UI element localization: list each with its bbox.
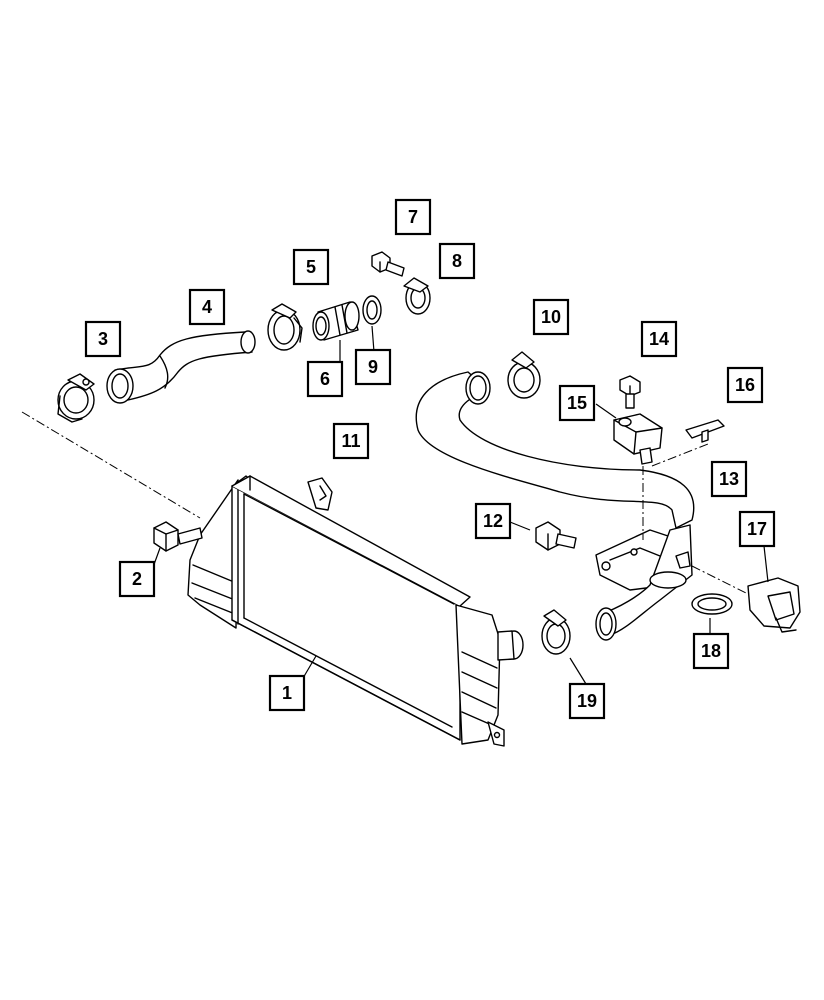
callout-9: 9: [354, 348, 392, 386]
callout-16: 16: [726, 366, 764, 404]
callout-17: 17: [738, 510, 776, 548]
callout-8: 8: [438, 242, 476, 280]
part-sensor-17: [747, 577, 801, 633]
part-clamp-19: [541, 609, 571, 655]
part-clamp-5: [267, 303, 303, 351]
callout-7: 7: [394, 198, 432, 236]
svg-text:15: 15: [567, 393, 587, 413]
callout-4: 4: [188, 288, 226, 326]
part-clip-11: [307, 477, 333, 511]
callout-10: 10: [532, 298, 570, 336]
leader-line: [569, 657, 587, 685]
leader-line: [595, 403, 617, 419]
svg-text:1: 1: [282, 683, 292, 703]
leader-line: [509, 521, 531, 531]
part-gasket-18: [691, 593, 733, 615]
part-clamp-10: [507, 351, 541, 399]
svg-text:13: 13: [719, 469, 739, 489]
svg-text:10: 10: [541, 307, 561, 327]
svg-text:5: 5: [306, 257, 316, 277]
part-seal-16: [685, 419, 725, 443]
svg-text:17: 17: [747, 519, 767, 539]
callout-14: 14: [640, 320, 678, 358]
svg-text:18: 18: [701, 641, 721, 661]
svg-text:7: 7: [408, 207, 418, 227]
svg-text:8: 8: [452, 251, 462, 271]
callout-3: 3: [84, 320, 122, 358]
part-clamp-8: [403, 277, 431, 315]
svg-text:2: 2: [132, 569, 142, 589]
part-bolt-14: [619, 375, 641, 409]
svg-text:14: 14: [649, 329, 669, 349]
callout-5: 5: [292, 248, 330, 286]
assembly-line: [651, 443, 709, 467]
callout-18: 18: [692, 632, 730, 670]
part-intercooler: [187, 475, 524, 747]
callout-19: 19: [568, 682, 606, 720]
callout-12: 12: [474, 502, 512, 540]
svg-text:12: 12: [483, 511, 503, 531]
svg-text:16: 16: [735, 375, 755, 395]
svg-text:3: 3: [98, 329, 108, 349]
callout-1: 1: [268, 674, 306, 712]
svg-text:11: 11: [341, 431, 360, 451]
callout-11: 11: [332, 422, 370, 460]
leader-line: [763, 545, 769, 583]
callout-13: 13: [710, 460, 748, 498]
svg-text:4: 4: [202, 297, 212, 317]
part-sensor-15: [613, 413, 663, 465]
callout-2: 2: [118, 560, 156, 598]
part-bolt-12: [535, 521, 577, 551]
svg-text:9: 9: [368, 357, 378, 377]
leader-line: [371, 325, 375, 353]
part-bolt-7: [371, 251, 405, 277]
part-hose-4: [106, 330, 256, 404]
svg-text:6: 6: [320, 369, 330, 389]
callout-15: 15: [558, 384, 596, 422]
part-hose-13: [415, 371, 695, 641]
svg-text:19: 19: [577, 691, 597, 711]
part-oring-9: [362, 295, 382, 325]
assembly-line: [691, 565, 749, 595]
part-clamp-3: [57, 373, 95, 423]
callout-6: 6: [306, 360, 344, 398]
assembly-line: [21, 411, 201, 519]
part-bolt-2: [153, 521, 203, 552]
part-connector-6: [312, 301, 360, 341]
